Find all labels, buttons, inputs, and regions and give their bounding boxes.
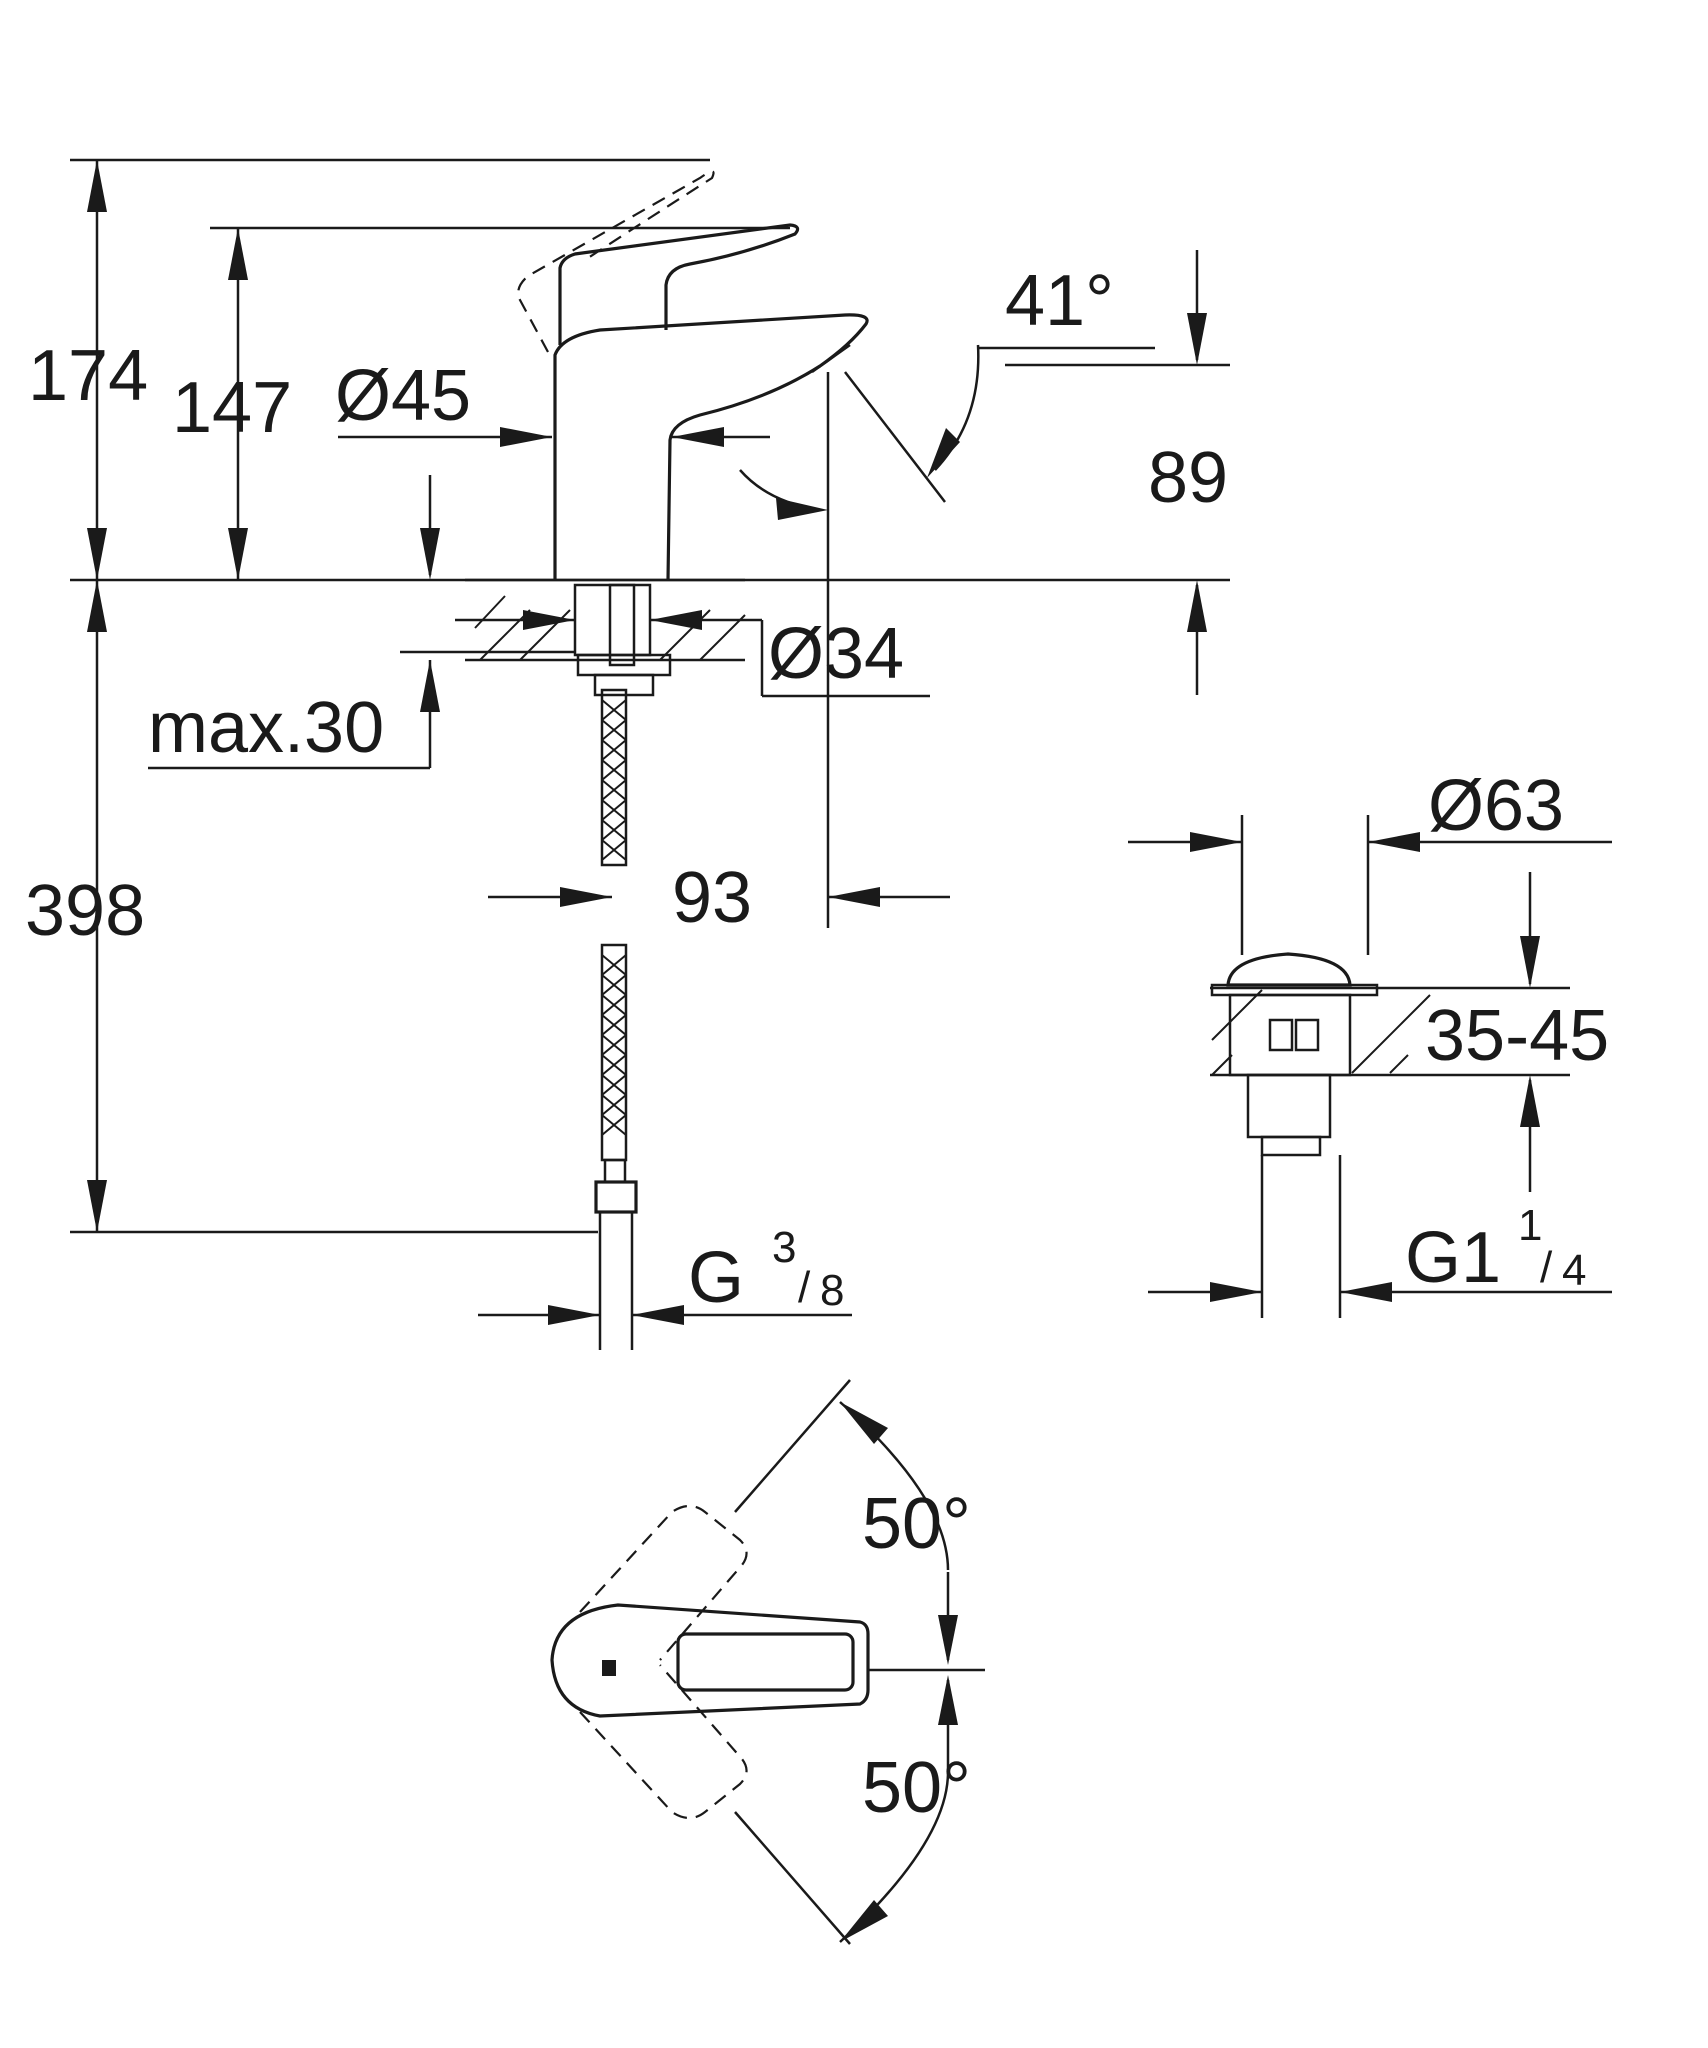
- label-35-45: 35-45: [1425, 996, 1609, 1076]
- lever-handle: [550, 1603, 870, 1718]
- mounting-shank: [573, 583, 652, 657]
- waste-cap: [1226, 952, 1352, 987]
- label-89: 89: [1148, 438, 1228, 518]
- label-174: 174: [28, 336, 148, 416]
- faucet-lever: [558, 223, 800, 345]
- faucet-side-view: [465, 170, 869, 1350]
- faucet-aerator: [811, 343, 851, 374]
- label-diameter-63: Ø63: [1428, 766, 1564, 846]
- label-398: 398: [25, 871, 145, 951]
- faucet-body: [553, 313, 869, 581]
- label-angle-41: 41°: [1005, 261, 1114, 341]
- label-hose-thread-num: 3: [772, 1223, 796, 1272]
- label-diameter-34: Ø34: [768, 614, 904, 694]
- label-hose-thread-den: 8: [820, 1266, 844, 1315]
- dimension-lines: [70, 158, 1230, 1234]
- threaded-rod: [608, 583, 636, 667]
- hose-thread-dim: [478, 1305, 852, 1325]
- label-waste-thread: G1: [1405, 1218, 1501, 1298]
- label-93: 93: [672, 858, 752, 938]
- label-diameter-45: Ø45: [335, 356, 471, 436]
- svg-text:/: /: [798, 1263, 811, 1312]
- label-max-30: max.30: [148, 688, 384, 768]
- lever-inlay: [676, 1632, 855, 1692]
- lever-top-view: [550, 1379, 985, 1945]
- label-angle-50-top: 50°: [862, 1484, 971, 1564]
- svg-text:/: /: [1540, 1243, 1553, 1292]
- hose-upper: [600, 688, 628, 867]
- label-waste-thread-den: 4: [1562, 1246, 1586, 1295]
- hose-fitting: [603, 1158, 627, 1184]
- label-waste-thread-num: 1: [1518, 1201, 1542, 1250]
- label-angle-50-bottom: 50°: [862, 1748, 971, 1828]
- label-147: 147: [172, 368, 292, 448]
- dimension-labels: 174 147 Ø45 41° 89 Ø34 max.30 93 398 G 3…: [25, 261, 1609, 1828]
- label-hose-thread: G: [688, 1238, 744, 1318]
- waste-drain: [1128, 815, 1612, 1318]
